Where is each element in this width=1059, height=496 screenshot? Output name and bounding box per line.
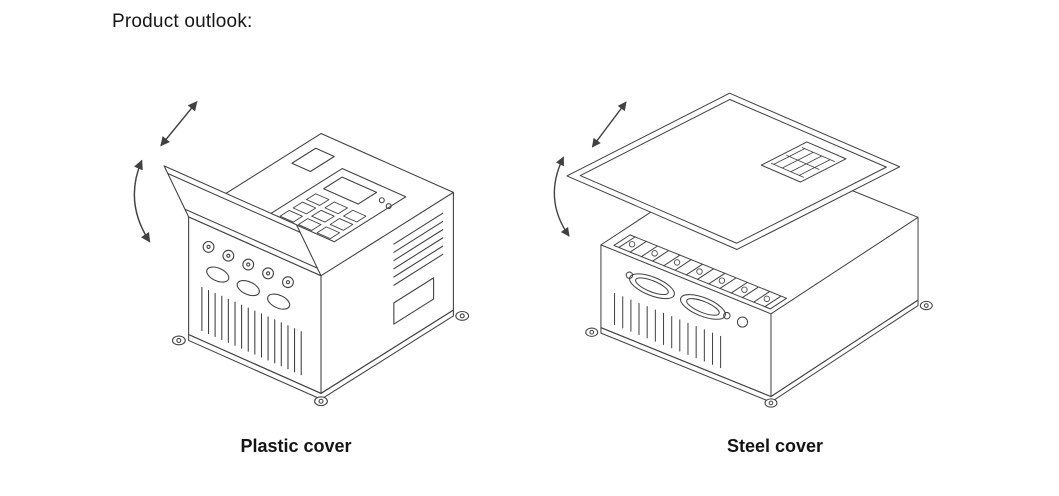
device-body [188, 133, 454, 394]
cable-knockouts [625, 271, 749, 328]
cable-glands [206, 266, 291, 310]
terminal-ticks [618, 236, 782, 308]
terminal-row [613, 234, 788, 310]
side-vent-slots [393, 212, 444, 286]
open-plastic-cover [163, 165, 322, 277]
open-steel-cover [566, 92, 901, 250]
swing-arc-arrow-icon [553, 156, 570, 237]
side-cutout [393, 277, 435, 325]
keypad-led [385, 203, 392, 210]
double-headed-arrow-icon [591, 101, 627, 148]
label-sticker [291, 147, 335, 173]
double-headed-arrow-icon [160, 101, 198, 147]
plastic-cover-drawing [133, 101, 470, 407]
cover-keypad-cutout [760, 141, 847, 183]
cover-motion-arrows-icon [133, 101, 198, 243]
keypad-buttons [279, 193, 367, 240]
keypad [270, 168, 407, 243]
figure-steel-cover [532, 38, 964, 415]
figure-plastic-cover [120, 55, 473, 418]
caption-plastic-cover: Plastic cover [240, 436, 352, 456]
swing-arc-arrow-icon [133, 159, 151, 243]
keypad-display [323, 176, 378, 205]
keypad-led [378, 197, 385, 204]
ventilation-grille [614, 292, 722, 369]
base-and-feet [585, 299, 933, 408]
base-and-feet [171, 309, 470, 407]
cover-motion-arrows-icon [553, 101, 627, 237]
steel-cover-drawing [553, 92, 933, 408]
ventilation-grille [201, 286, 302, 376]
page-title: Product outlook: [112, 11, 253, 32]
terminal-screws [202, 240, 294, 289]
caption-steel-cover: Steel cover [726, 436, 824, 456]
keypad-grid [770, 147, 835, 178]
